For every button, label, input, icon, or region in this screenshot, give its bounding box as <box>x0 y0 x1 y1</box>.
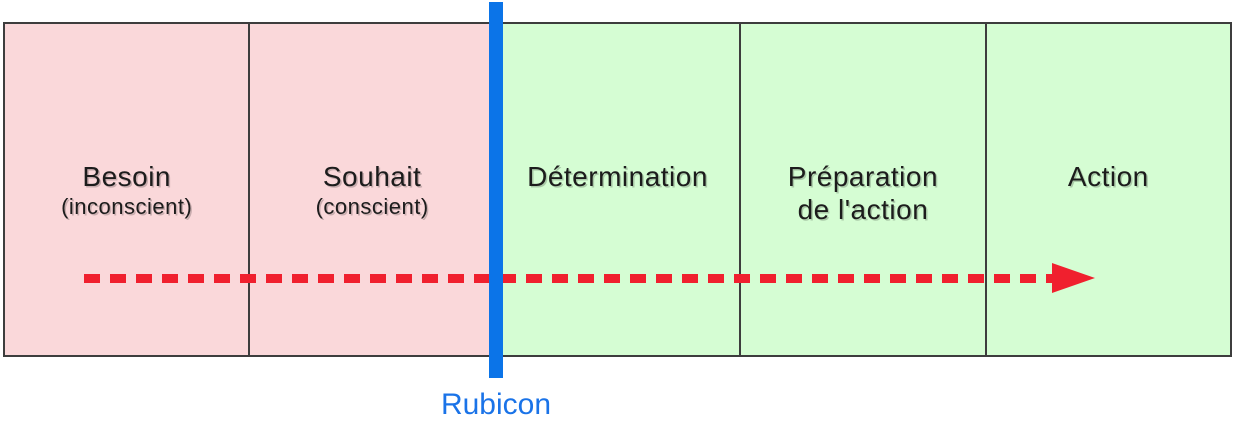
phase-cell-souhait: Souhait (conscient) <box>250 24 496 355</box>
rubicon-caption: Rubicon <box>440 388 552 421</box>
phase-label: Besoin <box>82 161 172 192</box>
phase-sublabel: (inconscient) <box>61 194 193 219</box>
phase-sublabel: (conscient) <box>315 194 429 219</box>
progress-arrow-head-icon <box>1052 263 1095 293</box>
phase-cell-determination: Détermination <box>495 24 742 355</box>
phase-label: Souhait <box>322 161 422 192</box>
progress-arrow-dashed-line <box>84 274 1052 283</box>
phase-label: Détermination <box>527 161 708 192</box>
phase-cell-preparation: Préparation de l'action <box>741 24 987 355</box>
rubicon-divider-bar <box>489 2 503 378</box>
phase-cell-action: Action <box>986 24 1231 355</box>
phase-strip: Besoin (inconscient) Souhait (conscient)… <box>3 22 1232 357</box>
phase-label: Action <box>1067 161 1149 192</box>
phase-cell-besoin: Besoin (inconscient) <box>5 24 251 355</box>
phase-sublabel: de l'action <box>797 194 929 225</box>
phase-label: Préparation <box>787 161 939 192</box>
